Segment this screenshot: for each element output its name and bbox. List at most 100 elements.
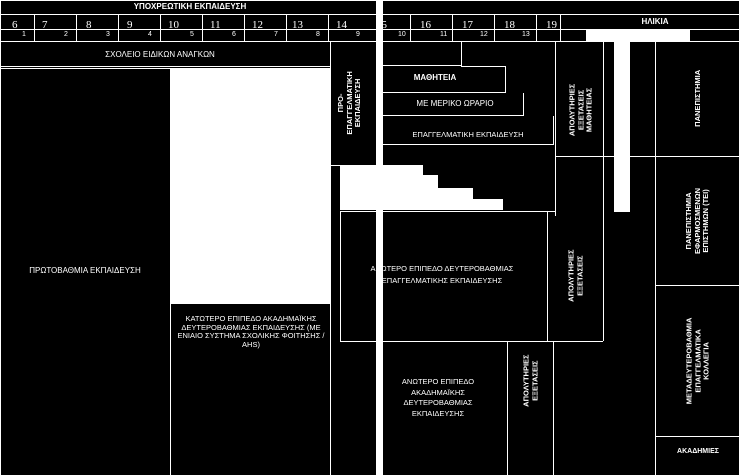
apprentice-top [383, 65, 461, 66]
header-line-2 [0, 29, 740, 30]
exams-top-cell: ΑΠΟΛΥΤΗΡΙΕΣ ΕΞΕΤΑΣΕΙΣ ΜΑΘΗΤΕΙΑΣ [557, 60, 605, 160]
apprenticeship-label: ΜΑΘΗΤΕΙΑ [413, 73, 457, 82]
stair-line [383, 144, 553, 145]
stair-step [383, 188, 473, 199]
pre-voc-label: ΠΡΟ- ΕΠΑΓΓΕΛΜΑΤΙΚΗ ΕΚΠΑΙΔΕΥΣΗ [336, 71, 363, 135]
row-line-285 [656, 285, 740, 286]
stair-line [383, 115, 523, 116]
row-line-156 [603, 156, 740, 157]
col-line-330 [330, 41, 331, 476]
upper-vocational-label: ΑΝΩΤΕΡΟ ΕΠΙΠΕΔΟ ΔΕΥΤΕΡΟΒΑΘΜΙΑΣ ΕΠΑΓΓΕΛΜΑ… [370, 264, 514, 285]
primary-education-label: ΠΡΩΤΟΒΑΘΜΙΑ ΕΚΠΑΙΔΕΥΣΗ [29, 266, 141, 275]
age-17: 17 [462, 19, 473, 31]
col-divider [244, 14, 245, 41]
special-school-label: ΣΧΟΛΕΙΟ ΕΙΔΙΚΩΝ ΑΝΑΓΚΩΝ [105, 50, 215, 59]
upper-voc-right [547, 211, 548, 341]
grade-1: 1 [22, 31, 26, 38]
col-line-553 [553, 341, 554, 476]
university-label: ΠΑΝΕΠΙΣΤΗΜΙΑ [692, 70, 702, 127]
col-divider [118, 14, 119, 41]
age-11: 11 [210, 19, 221, 31]
compulsory-education-label: ΥΠΟΧΡΕΩΤΙΚΗ ΕΚΠΑΙΔΕΥΣΗ [133, 2, 247, 11]
col-divider [76, 14, 77, 41]
col-divider [34, 14, 35, 41]
col-line-603 [603, 41, 604, 341]
band-line [0, 66, 330, 67]
col-divider [536, 14, 537, 41]
stair-step [383, 175, 438, 188]
top-border [0, 0, 740, 1]
lower-academic-top [171, 303, 330, 304]
age-18: 18 [504, 19, 515, 31]
grade-2: 2 [64, 31, 68, 38]
grade-12: 12 [480, 31, 488, 38]
vocational-ed-label: ΕΠΑΓΓΕΛΜΑΤΙΚΗ ΕΚΠΑΙΔΕΥΣΗ [412, 130, 524, 139]
academies-label: ΑΚΑΔΗΜΙΕΣ [677, 448, 719, 455]
col-divider [202, 14, 203, 41]
age-7: 7 [42, 19, 48, 31]
exams-low-label: ΑΠΟΛΥΤΗΡΙΕΣ ΕΞΕΤΑΣΕΙΣ [521, 354, 540, 408]
stair-line [553, 116, 554, 145]
age-label: ΗΛΙΚΙΑ [641, 17, 669, 26]
grade-8: 8 [316, 31, 320, 38]
col-line-507 [507, 341, 508, 476]
age-12: 12 [252, 19, 263, 31]
grade-9: 9 [356, 31, 360, 38]
left-border [0, 0, 1, 476]
col-line-555 [555, 41, 556, 216]
stair-line [505, 66, 506, 93]
stair-line [555, 156, 603, 157]
age-14: 14 [336, 19, 347, 31]
grade-13: 13 [522, 31, 530, 38]
stair-line [523, 93, 524, 116]
exams-mid-cell: ΑΠΟΛΥΤΗΡΙΕΣ ΕΞΕΤΑΣΕΙΣ [556, 216, 596, 336]
stair-step [340, 175, 376, 210]
stair-step [383, 165, 423, 175]
grade-11: 11 [440, 31, 448, 38]
age-19: 19 [546, 19, 557, 31]
stair-line [461, 41, 462, 66]
stair-step [340, 165, 376, 175]
white-gap [171, 69, 330, 303]
upper-voc-left [340, 211, 341, 341]
upper-academic-label: ΑΝΩΤΕΡΟ ΕΠΙΠΕΔΟ ΑΚΑΔΗΜΑΪΚΗΣ ΔΕΥΤΕΡΟΒΑΘΜΙ… [401, 377, 475, 418]
grade-4: 4 [148, 31, 152, 38]
post-secondary-label: ΜΕΤΑΔΕΥΤΕΡΟΒΑΘΜΙΑ ΕΠΑΓΓΕΛΜΑΤΙΚΑ ΚΟΛΛΕΓΙΑ [684, 317, 711, 405]
age-16: 16 [420, 19, 431, 31]
col-divider [410, 14, 411, 41]
primary-right-line [170, 69, 171, 476]
grade-7: 7 [274, 31, 278, 38]
age-8: 8 [86, 19, 92, 31]
grade-6: 6 [232, 31, 236, 38]
row-line-436 [656, 436, 740, 437]
pre-voc-cell: ΠΡΟ- ΕΠΑΓΓΕΛΜΑΤΙΚΗ ΕΚΠΑΙΔΕΥΣΗ [333, 41, 367, 165]
row-line-341 [340, 341, 603, 342]
university-cell: ΠΑΝΕΠΙΣΤΗΜΙΑ [656, 41, 740, 156]
exams-low-cell: ΑΠΟΛΥΤΗΡΙΕΣ ΕΞΕΤΑΣΕΙΣ [508, 341, 554, 421]
tei-cell: ΠΑΝΕΠΙΣΤΗΜΙΑ ΕΦΑΡΜΟΣΜΕΝΩΝ ΕΠΙΣΤΗΜΩΝ (ΤΕΙ… [656, 157, 740, 285]
header-line-3 [0, 41, 740, 42]
col-divider [328, 14, 329, 41]
age-13: 13 [292, 19, 303, 31]
col-divider [494, 14, 495, 41]
col-line-655 [655, 41, 656, 476]
col-divider [560, 14, 561, 41]
stair-line [461, 66, 505, 67]
grade-5: 5 [190, 31, 194, 38]
grade-10: 10 [398, 31, 406, 38]
white-column [614, 41, 630, 212]
grade-3: 3 [106, 31, 110, 38]
header-line-1 [0, 14, 740, 15]
col-divider [286, 14, 287, 41]
age-9: 9 [127, 19, 133, 31]
age-10: 10 [168, 19, 179, 31]
age-bar [586, 29, 690, 41]
exams-mid-label: ΑΠΟΛΥΤΗΡΙΕΣ ΕΞΕΤΑΣΕΙΣ [566, 249, 585, 303]
part-time-label: ΜΕ ΜΕΡΙΚΟ ΩΡΑΡΙΟ [416, 99, 494, 108]
tei-label: ΠΑΝΕΠΙΣΤΗΜΙΑ ΕΦΑΡΜΟΣΜΕΝΩΝ ΕΠΙΣΤΗΜΩΝ (ΤΕΙ… [684, 187, 711, 255]
stair-line [383, 92, 505, 93]
post-sec-cell: ΜΕΤΑΔΕΥΤΕΡΟΒΑΘΜΙΑ ΕΠΑΓΓΕΛΜΑΤΙΚΑ ΚΟΛΛΕΓΙΑ [656, 286, 740, 436]
lower-academic-label: ΚΑΤΩΤΕΡΟ ΕΠΙΠΕΔΟ ΑΚΑΔΗΜΑΪΚΗΣ ΔΕΥΤΕΡΟΒΑΘΜ… [177, 314, 325, 349]
stair-step [383, 199, 503, 210]
